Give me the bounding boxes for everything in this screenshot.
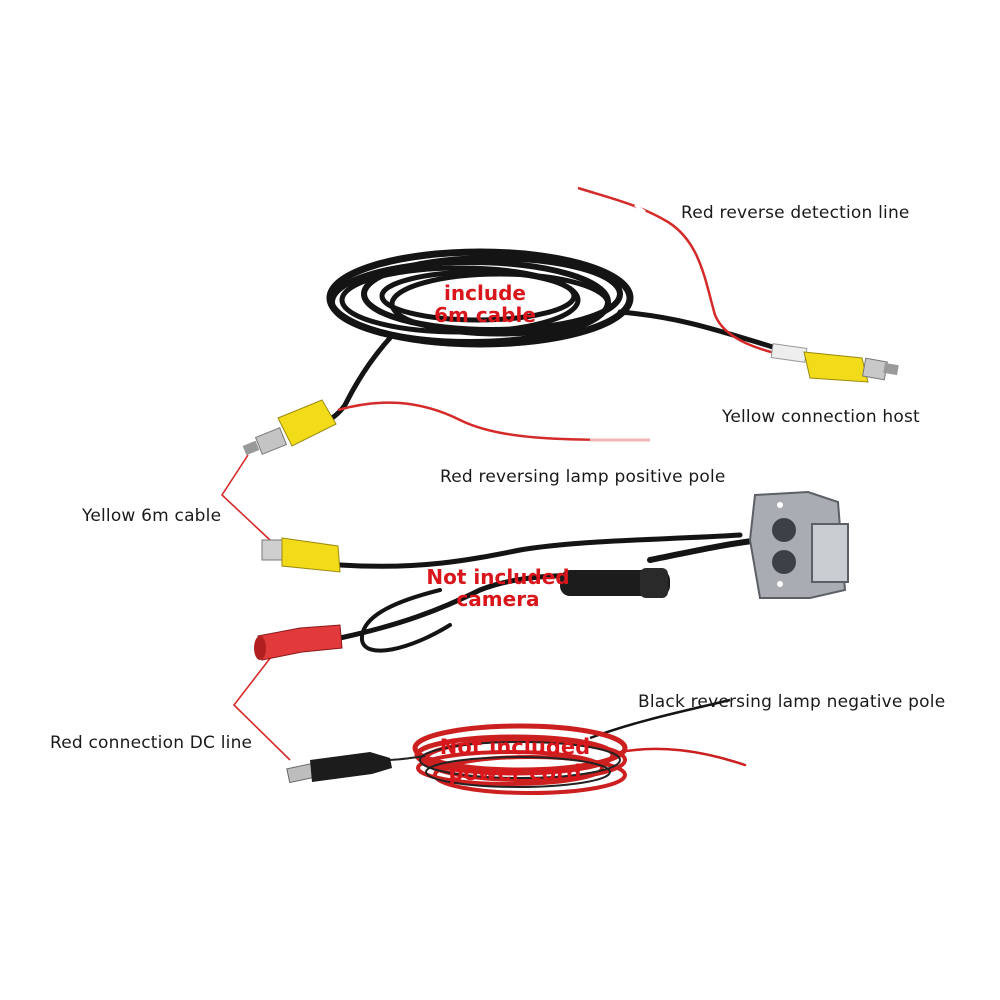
dc-male-plug (286, 752, 392, 784)
not-included-power-cord-overlay: Not included power cord (405, 734, 625, 786)
overlay-line: camera (456, 587, 540, 611)
coiled-6m-cable (317, 248, 803, 428)
label-pointer-lines (220, 454, 291, 761)
red-reversing-lamp-positive-pole-label: Red reversing lamp positive pole (440, 467, 726, 487)
red-positive-wire (337, 401, 651, 442)
red-connection-dc-line-label: Red connection DC line (50, 733, 253, 753)
black-reversing-lamp-negative-pole-label: Black reversing lamp negative pole (638, 692, 946, 712)
yellow-connection-host-label: Yellow connection host (722, 407, 920, 427)
camera-body (748, 490, 849, 599)
overlay-line: include (444, 281, 526, 305)
red-reverse-detection-line-label: Red reverse detection line (681, 203, 910, 223)
left-upper-rca-connector (242, 399, 337, 456)
camera-rca-connector (261, 537, 341, 573)
black-negative-wire (589, 698, 731, 740)
host-rca-connector (770, 343, 899, 383)
overlay-line: Not included (426, 565, 570, 589)
overlay-line: Not included (439, 735, 591, 759)
dc-female-connector (254, 624, 343, 661)
overlay-line: 6m cable (434, 303, 536, 327)
not-included-camera-overlay: Not included camera (398, 566, 598, 610)
yellow-6m-cable-label: Yellow 6m cable (82, 506, 222, 526)
overlay-line: power cord (448, 761, 582, 785)
red-reverse-detection-wire (577, 186, 791, 359)
include-6m-cable-overlay: include 6m cable (410, 282, 560, 326)
camera-inline-connector (560, 568, 670, 598)
